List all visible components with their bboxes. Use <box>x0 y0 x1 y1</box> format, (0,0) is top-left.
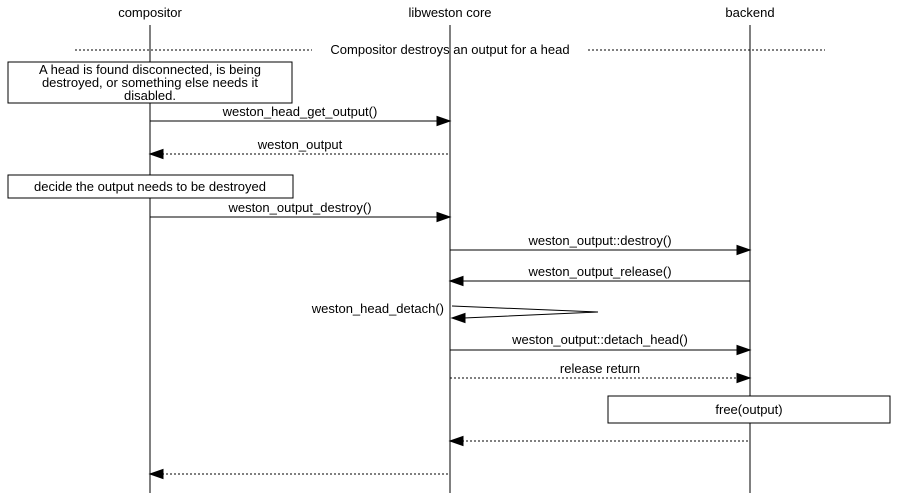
note-box-free-output-line1: free(output) <box>715 402 782 417</box>
self-message-loop <box>451 305 599 319</box>
lifeline-label-backend: backend <box>725 5 774 20</box>
divider: Compositor destroys an output for a head <box>75 42 825 57</box>
message-weston-head-get-output: weston_head_get_output() <box>150 104 452 127</box>
lifeline-label-compositor: compositor <box>118 5 182 20</box>
message-label: weston_output_destroy() <box>227 200 371 215</box>
message-label: weston_output_release() <box>527 264 671 279</box>
message-weston-output-return: weston_output <box>148 137 450 160</box>
arrowhead-right-icon <box>436 115 452 127</box>
arrowhead-left-icon <box>450 312 466 324</box>
arrowhead-right-icon <box>736 244 752 256</box>
divider-title: Compositor destroys an output for a head <box>330 42 569 57</box>
note-box-decide: decide the output needs to be destroyed <box>7 174 294 199</box>
note-box-disconnected-line2: destroyed, or something else needs it <box>42 75 258 90</box>
arrowhead-left-icon <box>448 275 464 287</box>
note-box-disconnected: A head is found disconnected, is being d… <box>7 61 293 104</box>
message-label: weston_head_detach() <box>311 301 444 316</box>
arrowhead-right-icon <box>736 344 752 356</box>
arrowhead-right-icon <box>436 211 452 223</box>
note-box-free-output: free(output) <box>607 395 891 424</box>
arrowhead-left-icon <box>448 435 464 447</box>
message-weston-head-detach-self: weston_head_detach() <box>311 301 599 324</box>
message-label: weston_output::destroy() <box>527 233 671 248</box>
note-box-free-output-rect <box>607 395 891 424</box>
note-box-disconnected-rect <box>7 61 293 104</box>
note-box-disconnected-line3: disabled. <box>124 88 176 103</box>
note-box-decide-line1: decide the output needs to be destroyed <box>34 179 266 194</box>
message-label: release return <box>560 361 640 376</box>
message-return-backend-to-core <box>448 435 750 447</box>
arrowhead-left-icon <box>148 148 164 160</box>
message-weston-output-detach-head: weston_output::detach_head() <box>450 332 752 356</box>
message-weston-output-destroy: weston_output_destroy() <box>150 200 452 223</box>
message-label: weston_output <box>257 137 343 152</box>
note-box-decide-rect <box>7 174 294 199</box>
message-release-return: release return <box>450 361 752 384</box>
message-weston-output-release: weston_output_release() <box>448 264 750 287</box>
arrowhead-right-icon <box>736 372 752 384</box>
message-weston-output-destroy-vfunc: weston_output::destroy() <box>450 233 752 256</box>
message-label: weston_head_get_output() <box>222 104 378 119</box>
message-label: weston_output::detach_head() <box>511 332 688 347</box>
note-box-disconnected-line1: A head is found disconnected, is being <box>39 62 261 77</box>
arrowhead-left-icon <box>148 468 164 480</box>
message-return-core-to-compositor <box>148 468 450 480</box>
lifeline-label-libweston-core: libweston core <box>408 5 491 20</box>
